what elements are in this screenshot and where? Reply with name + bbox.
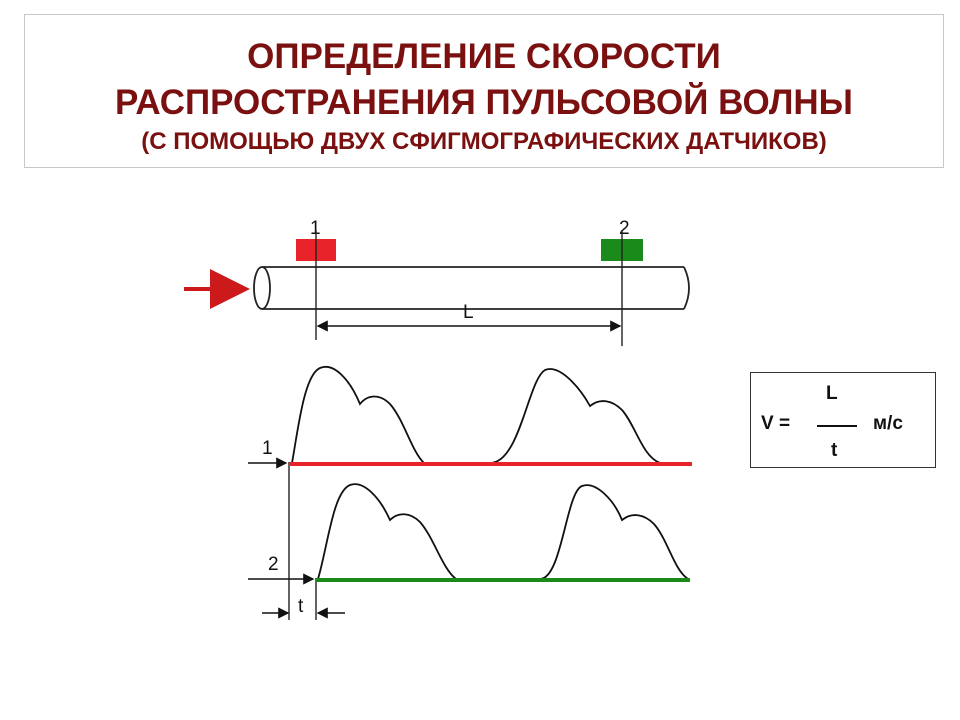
formula-unit: м/с [873,413,903,434]
fraction-bar [817,425,857,427]
formula-denominator: t [831,440,838,461]
formula-numerator: L [826,383,838,404]
title-line-2: РАСПРОСТРАНЕНИЯ ПУЛЬСОВОЙ ВОЛНЫ [115,83,853,122]
title-line-1: ОПРЕДЕЛЕНИЕ СКОРОСТИ [247,37,721,76]
trace-2-label: 2 [268,554,279,575]
pulse-trace-1 [291,365,690,464]
delay-label: t [298,596,304,617]
velocity-formula: L V = м/с t [750,372,936,468]
formula-lhs: V = [761,413,791,434]
title-subtitle: (С ПОМОЩЬЮ ДВУХ СФИГМОГРАФИЧЕСКИХ ДАТЧИК… [141,128,827,155]
sensor-1-label: 1 [310,218,321,239]
title-box: ОПРЕДЕЛЕНИЕ СКОРОСТИ РАСПРОСТРАНЕНИЯ ПУЛ… [24,14,944,168]
vessel-tube [253,266,690,310]
sensor-2-label: 2 [619,218,630,239]
pulse-trace-2 [317,483,689,580]
trace-1-label: 1 [262,438,273,459]
distance-label: L [463,302,474,323]
